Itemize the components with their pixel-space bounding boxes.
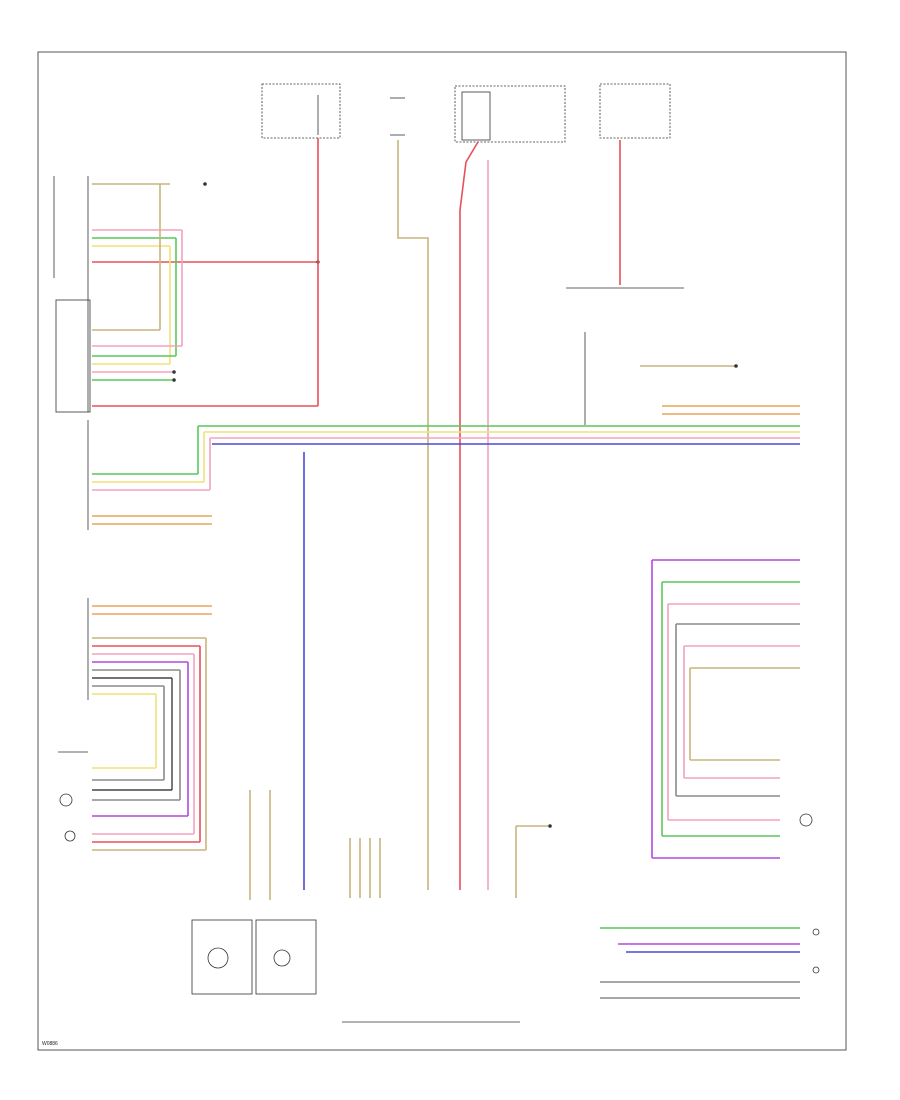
fuse-box-center-1 [390, 97, 405, 136]
diagram-frame [37, 51, 847, 1051]
module-bracket-upper [53, 176, 91, 413]
module-bracket-lower [58, 598, 89, 753]
speed-sensor-symbol [207, 947, 291, 969]
sensor-symbol [59, 793, 813, 842]
diagram-code: W0886 [42, 1041, 58, 1047]
ground-symbol [812, 928, 820, 974]
fuse-box-center-2 [454, 85, 566, 143]
lower-left-wires [92, 637, 207, 851]
upper-module-wires [92, 182, 320, 407]
bus-wires [92, 405, 800, 615]
fuse-box-right [599, 83, 671, 139]
bottom-connectors [191, 790, 552, 1023]
right-side-wires [600, 364, 800, 999]
trunk-wires [303, 138, 684, 890]
fuse-box-left [261, 83, 341, 139]
